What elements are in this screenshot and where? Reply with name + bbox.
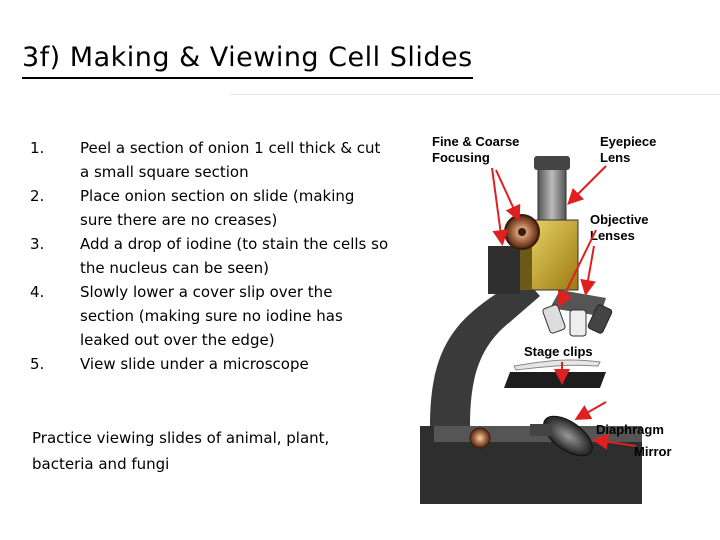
label-focusing-2: Focusing: [432, 150, 490, 165]
arm-knob-block: [488, 246, 520, 294]
step-text: Add a drop of iodine (to stain the cells…: [80, 235, 389, 277]
fine-focus-knob: [469, 427, 491, 449]
step-text: Place onion section on slide (making sur…: [80, 187, 355, 229]
step-number: 2.: [30, 187, 45, 205]
list-item: 5. View slide under a microscope: [30, 352, 390, 376]
arrow-objective: [580, 245, 596, 296]
list-item: 4. Slowly lower a cover slip over the se…: [30, 280, 390, 352]
arrow-focus-knob-2: [495, 169, 521, 222]
microscope-arm: [430, 276, 540, 426]
label-objective: Objective: [590, 212, 649, 227]
step-text: Slowly lower a cover slip over the secti…: [80, 283, 343, 349]
step-number: 1.: [30, 139, 45, 157]
objective-lens: [569, 309, 587, 337]
stage-clip: [513, 359, 601, 371]
step-number: 5.: [30, 355, 45, 373]
arrow-focus-knob: [491, 167, 509, 246]
step-text: Peel a section of onion 1 cell thick & c…: [80, 139, 381, 181]
mirror-stand: [530, 424, 552, 436]
practice-note: Practice viewing slides of animal, plant…: [32, 429, 330, 473]
label-diaphragm: Diaphragm: [596, 422, 664, 437]
arrow-objective-2: [558, 229, 597, 308]
steps-list: 1. Peel a section of onion 1 cell thick …: [30, 136, 390, 376]
objective-lens: [587, 304, 613, 334]
knob-center: [518, 228, 526, 236]
step-number: 3.: [30, 235, 45, 253]
slide-title: 3f) Making & Viewing Cell Slides: [22, 40, 473, 79]
step-text: View slide under a microscope: [80, 355, 309, 373]
objective-lens: [542, 304, 566, 334]
step-number: 4.: [30, 283, 45, 301]
label-eyepiece: Eyepiece: [600, 134, 656, 149]
label-stage-clips: Stage clips: [524, 344, 593, 359]
label-objective-2: Lenses: [590, 228, 635, 243]
mirror: [543, 415, 593, 457]
eyepiece-tube: [537, 165, 567, 223]
microscope-base: [420, 426, 642, 504]
stage: [504, 372, 606, 388]
microscope-diagram: Fine & Coarse Focusing Eyepiece Lens Obj…: [420, 134, 672, 504]
arrow-eyepiece: [567, 165, 607, 205]
list-item: 3. Add a drop of iodine (to stain the ce…: [30, 232, 390, 280]
arrow-mirror: [592, 433, 637, 450]
arrow-diaphragm: [574, 401, 607, 420]
label-mirror: Mirror: [634, 444, 672, 459]
label-focusing: Fine & Coarse: [432, 134, 519, 149]
label-eyepiece-2: Lens: [600, 150, 630, 165]
list-item: 2. Place onion section on slide (making …: [30, 184, 390, 232]
title-divider: [230, 94, 720, 95]
eyepiece-cap: [534, 156, 570, 170]
list-item: 1. Peel a section of onion 1 cell thick …: [30, 136, 390, 184]
